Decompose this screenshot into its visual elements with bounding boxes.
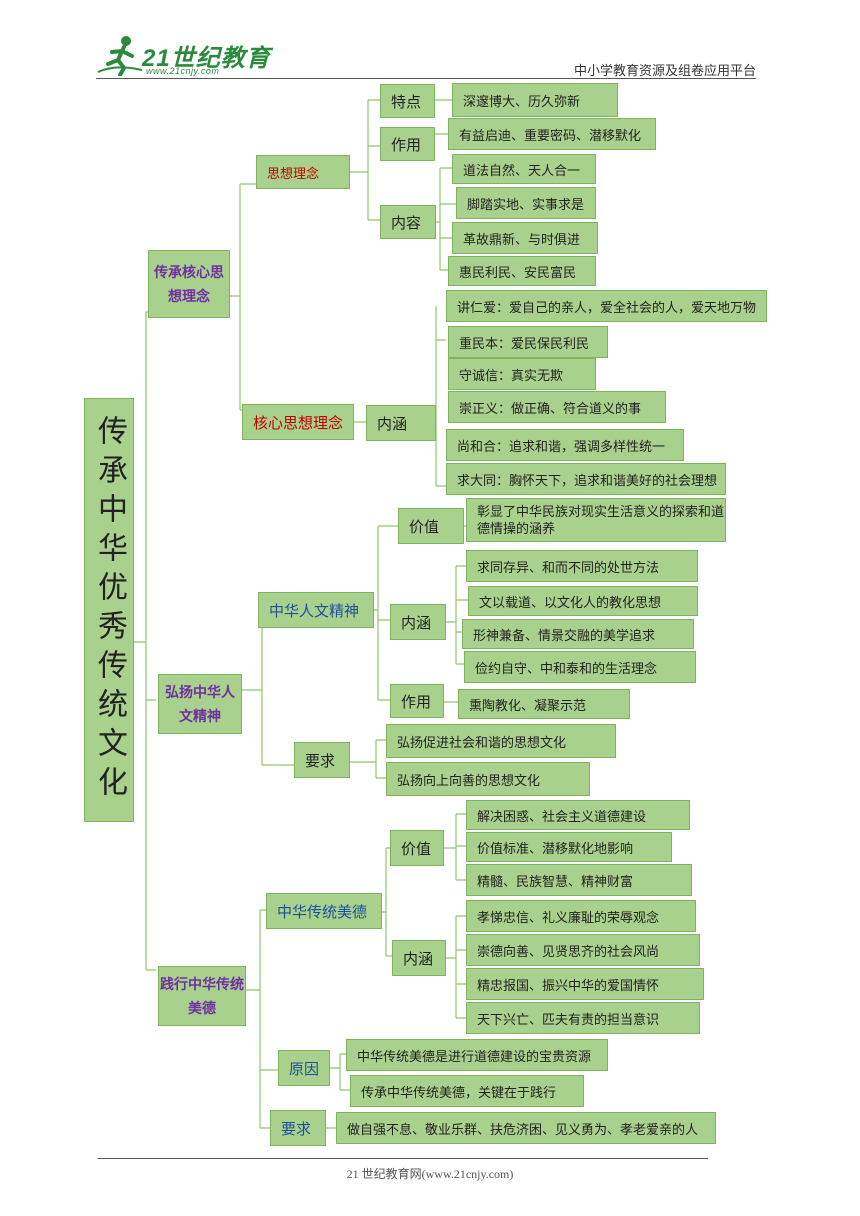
logo-url: www.21cnjy.com (146, 66, 220, 76)
s1-function-label: 作用 (380, 127, 435, 161)
s1-content-item: 革故鼎新、与时俱进 (452, 222, 598, 254)
root-topic-label: 传承中华优秀传统文化 (92, 415, 127, 805)
root-topic: 传承中华优秀传统文化 (84, 398, 134, 822)
s2-requirement-item: 弘扬向上向善的思想文化 (386, 762, 590, 796)
s1-core-concept: 核心思想理念 (242, 404, 354, 440)
s3-reason-item: 传承中华传统美德，关键在于践行 (350, 1075, 584, 1107)
platform-name: 中小学教育资源及组卷应用平台 (573, 63, 756, 78)
s2-humanist-spirit: 中华人文精神 (258, 592, 374, 628)
footer-text: 21 世纪教育网(www.21cnjy.com) (346, 1167, 514, 1181)
s1-connotation-item: 重民本：爱民保民利民 (448, 326, 608, 358)
s1-content-item: 道法自然、天人合一 (452, 154, 596, 184)
s3-value-item: 价值标准、潜移默化地影响 (466, 832, 672, 862)
s1-feature-item: 深邃博大、历久弥新 (452, 83, 618, 117)
s3-requirement-label: 要求 (270, 1110, 326, 1146)
s3-connotation-item: 孝悌忠信、礼义廉耻的荣辱观念 (466, 900, 696, 932)
s3-requirement-item: 做自强不息、敬业乐群、扶危济困、见义勇为、孝老爱亲的人 (336, 1112, 716, 1144)
s3-traditional-virtues: 中华传统美德 (266, 893, 382, 929)
s1-content-item: 惠民利民、安民富民 (448, 256, 596, 286)
s3-value-label: 价值 (390, 830, 444, 866)
s2-value-item: 彰显了中华民族对现实生活意义的探索和道德情操的涵养 (466, 498, 726, 542)
s1-connotation-item: 崇正义：做正确、符合道义的事 (448, 391, 666, 423)
s2-function-label: 作用 (390, 684, 444, 718)
s3-value-item: 解决困惑、社会主义道德建设 (466, 800, 690, 830)
s2-requirement-item: 弘扬促进社会和谐的思想文化 (386, 724, 616, 758)
s2-connotation-item: 形神兼备、情景交融的美学追求 (462, 619, 694, 649)
site-logo: 21世纪教育 www.21cnjy.com (96, 34, 276, 80)
footer-divider (98, 1158, 708, 1159)
s3-reason-item: 中华传统美德是进行道德建设的宝贵资源 (346, 1039, 608, 1071)
s1-feature-label: 特点 (380, 84, 435, 118)
s2-connotation-item: 文以载道、以文化人的教化思想 (468, 586, 698, 616)
s3-connotation-label: 内涵 (392, 940, 446, 976)
s3-value-item: 精髓、民族智慧、精神财富 (466, 864, 692, 896)
s3-reason-label: 原因 (278, 1050, 330, 1086)
s2-requirement-label: 要求 (294, 742, 350, 778)
s1-connotation-item: 讲仁爱：爱自己的亲人，爱全社会的人，爱天地万物 (446, 290, 767, 322)
s1-connotation-item: 守诚信：真实无欺 (448, 358, 596, 390)
runner-logo-icon (97, 36, 143, 76)
s1-connotation-item: 求大同：胸怀天下，追求和谐美好的社会理想 (446, 463, 726, 495)
s1-function-item: 有益启迪、重要密码、潜移默化 (448, 118, 656, 150)
s2-value-label: 价值 (398, 508, 464, 544)
s1-content-item: 脚踏实地、实事求是 (456, 187, 596, 219)
section-2-title: 弘扬中华人文精神 (158, 674, 242, 734)
s1-thought-concept: 思想理念 (256, 155, 350, 189)
s2-connotation-item: 俭约自守、中和泰和的生活理念 (464, 651, 696, 683)
s2-connotation-label: 内涵 (390, 604, 446, 640)
s3-connotation-item: 崇德向善、见贤思齐的社会风尚 (466, 934, 700, 966)
s1-content-label: 内容 (380, 205, 436, 239)
s3-connotation-item: 精忠报国、振兴中华的爱国情怀 (466, 968, 704, 1000)
s2-connotation-item: 求同存异、和而不同的处世方法 (466, 550, 698, 582)
s1-connotation-item: 尚和合：追求和谐，强调多样性统一 (446, 429, 684, 461)
logo-text: 21世纪教育 (142, 45, 271, 72)
section-3-title: 践行中华传统美德 (158, 966, 246, 1026)
s1-connotation-label: 内涵 (366, 405, 436, 441)
s2-function-item: 熏陶教化、凝聚示范 (458, 689, 630, 719)
header-divider (96, 78, 756, 79)
section-1-title: 传承核心思想理念 (148, 250, 230, 318)
s3-connotation-item: 天下兴亡、匹夫有责的担当意识 (466, 1002, 700, 1034)
